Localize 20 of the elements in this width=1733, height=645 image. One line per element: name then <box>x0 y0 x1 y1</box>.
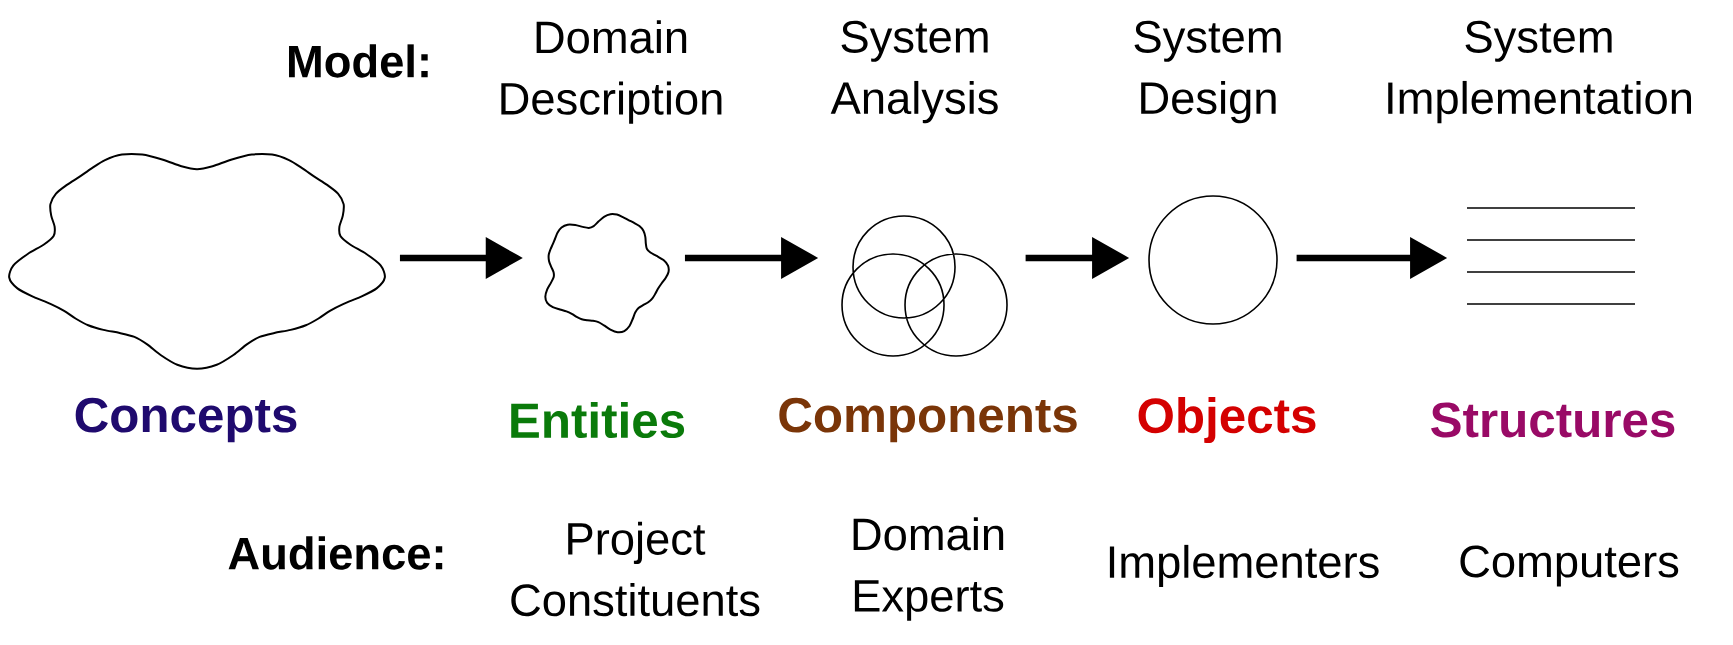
stage-label: Computers <box>1460 545 1679 587</box>
stage-label: Domain Experts <box>853 517 1004 621</box>
cloud-drawing <box>544 213 670 334</box>
stage-label: System Analysis <box>830 20 998 124</box>
circles-drawing <box>841 215 1008 357</box>
node-label: Entities <box>511 401 685 439</box>
row-heading: Audience: <box>228 536 443 570</box>
node-label: Concepts <box>75 397 297 443</box>
cloud-drawing <box>8 153 386 370</box>
stage-label: Project Constituents <box>511 521 760 617</box>
stage-label: System Implementation <box>1388 20 1691 124</box>
circle-drawing <box>1148 195 1278 325</box>
row-heading: Model: <box>289 44 428 78</box>
node-label: Structures <box>1431 402 1675 438</box>
lines-drawing <box>1466 207 1636 305</box>
stage-label: System Design <box>1134 20 1281 124</box>
node-label: Objects <box>1138 397 1316 443</box>
stage-label: Implementers <box>1109 544 1379 588</box>
stage-label: Domain Description <box>501 20 722 124</box>
node-label: Components <box>779 397 1077 443</box>
